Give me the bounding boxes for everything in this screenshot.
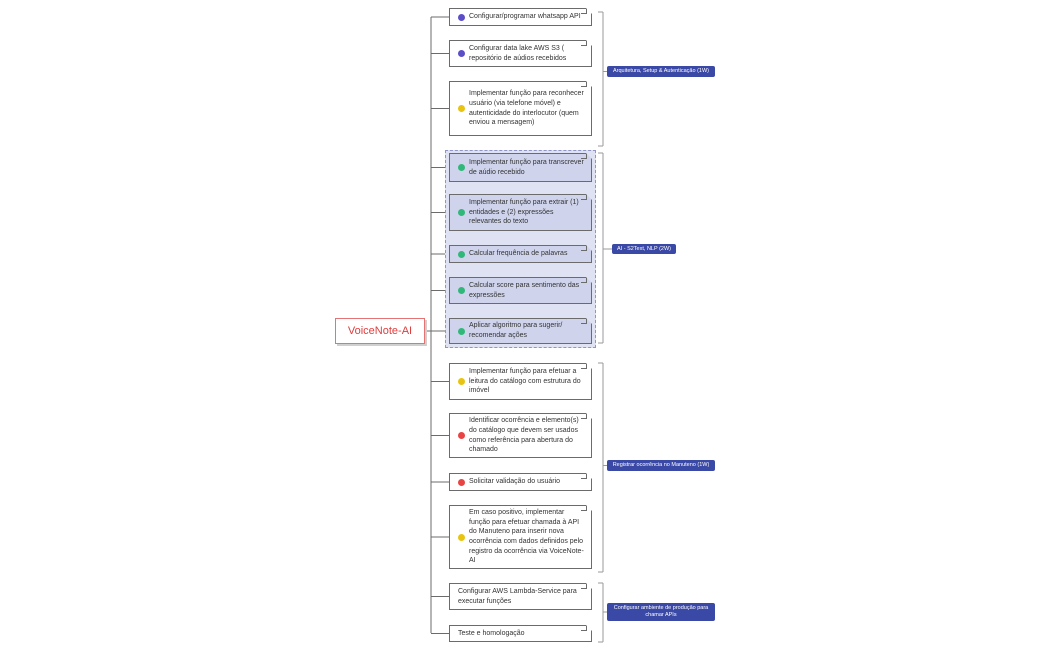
status-dot-icon (458, 327, 465, 335)
status-dot-icon (458, 432, 465, 439)
status-dot-icon (458, 164, 465, 171)
task-card[interactable]: Teste e homologação (449, 625, 592, 642)
task-text: Em caso positivo, implementar função par… (469, 509, 584, 565)
task-text: Calcular score para sentimento das expre… (469, 281, 580, 299)
task-text: Teste e homologação (458, 629, 525, 637)
task-card[interactable]: Implementar função para extrair (1) enti… (449, 194, 592, 231)
task-text: Implementar função para efetuar a leitur… (469, 368, 581, 395)
task-card[interactable]: Em caso positivo, implementar função par… (449, 505, 592, 569)
task-text: Identificar ocorrência e elemento(s) do … (469, 417, 579, 454)
group-label[interactable]: Registrar ocorrência no Manuteno (1W) (607, 460, 715, 471)
group-label[interactable]: Configurar ambiente de produção para cha… (607, 603, 715, 621)
group-label[interactable]: AI - S2Text, NLP (2W) (612, 244, 676, 254)
status-dot-icon (458, 533, 465, 541)
task-text: Solicitar validação do usuário (469, 478, 561, 486)
task-card[interactable]: Solicitar validação do usuário (449, 473, 592, 491)
task-text: Calcular frequência de palavras (469, 250, 568, 258)
task-card[interactable]: Identificar ocorrência e elemento(s) do … (449, 413, 592, 458)
status-dot-icon (458, 209, 465, 216)
status-dot-icon (458, 50, 465, 57)
task-text: Implementar função para extrair (1) enti… (469, 199, 579, 226)
task-card[interactable]: Calcular frequência de palavras (449, 245, 592, 263)
task-card[interactable]: Configurar/programar whatsapp API (449, 8, 592, 26)
status-dot-icon (458, 105, 465, 112)
status-dot-icon (458, 378, 465, 385)
task-card[interactable]: Implementar função para reconhecer usuár… (449, 81, 592, 136)
group-label[interactable]: Arquitetura, Setup & Autenticação (1W) (607, 66, 715, 77)
task-card[interactable]: Configurar data lake AWS S3 ( repositóri… (449, 40, 592, 67)
task-text: Configurar/programar whatsapp API (469, 13, 581, 21)
task-text: Implementar função para reconhecer usuár… (469, 90, 584, 127)
task-card[interactable]: Configurar AWS Lambda-Service para execu… (449, 583, 592, 610)
task-card[interactable]: Implementar função para transcrever de a… (449, 153, 592, 182)
task-text: Implementar função para transcrever de a… (469, 158, 584, 176)
status-dot-icon (458, 13, 465, 21)
status-dot-icon (458, 478, 465, 486)
task-card[interactable]: Implementar função para efetuar a leitur… (449, 363, 592, 400)
status-dot-icon (458, 287, 465, 294)
task-text: Configurar data lake AWS S3 ( repositóri… (469, 44, 567, 62)
task-text: Configurar AWS Lambda-Service para execu… (458, 587, 577, 605)
task-text: Aplicar algoritmo para sugerir/ recomend… (469, 322, 563, 339)
task-card[interactable]: Aplicar algoritmo para sugerir/ recomend… (449, 318, 592, 344)
root-node[interactable]: VoiceNote-AI (335, 318, 425, 344)
status-dot-icon (458, 250, 465, 258)
task-card[interactable]: Calcular score para sentimento das expre… (449, 277, 592, 304)
